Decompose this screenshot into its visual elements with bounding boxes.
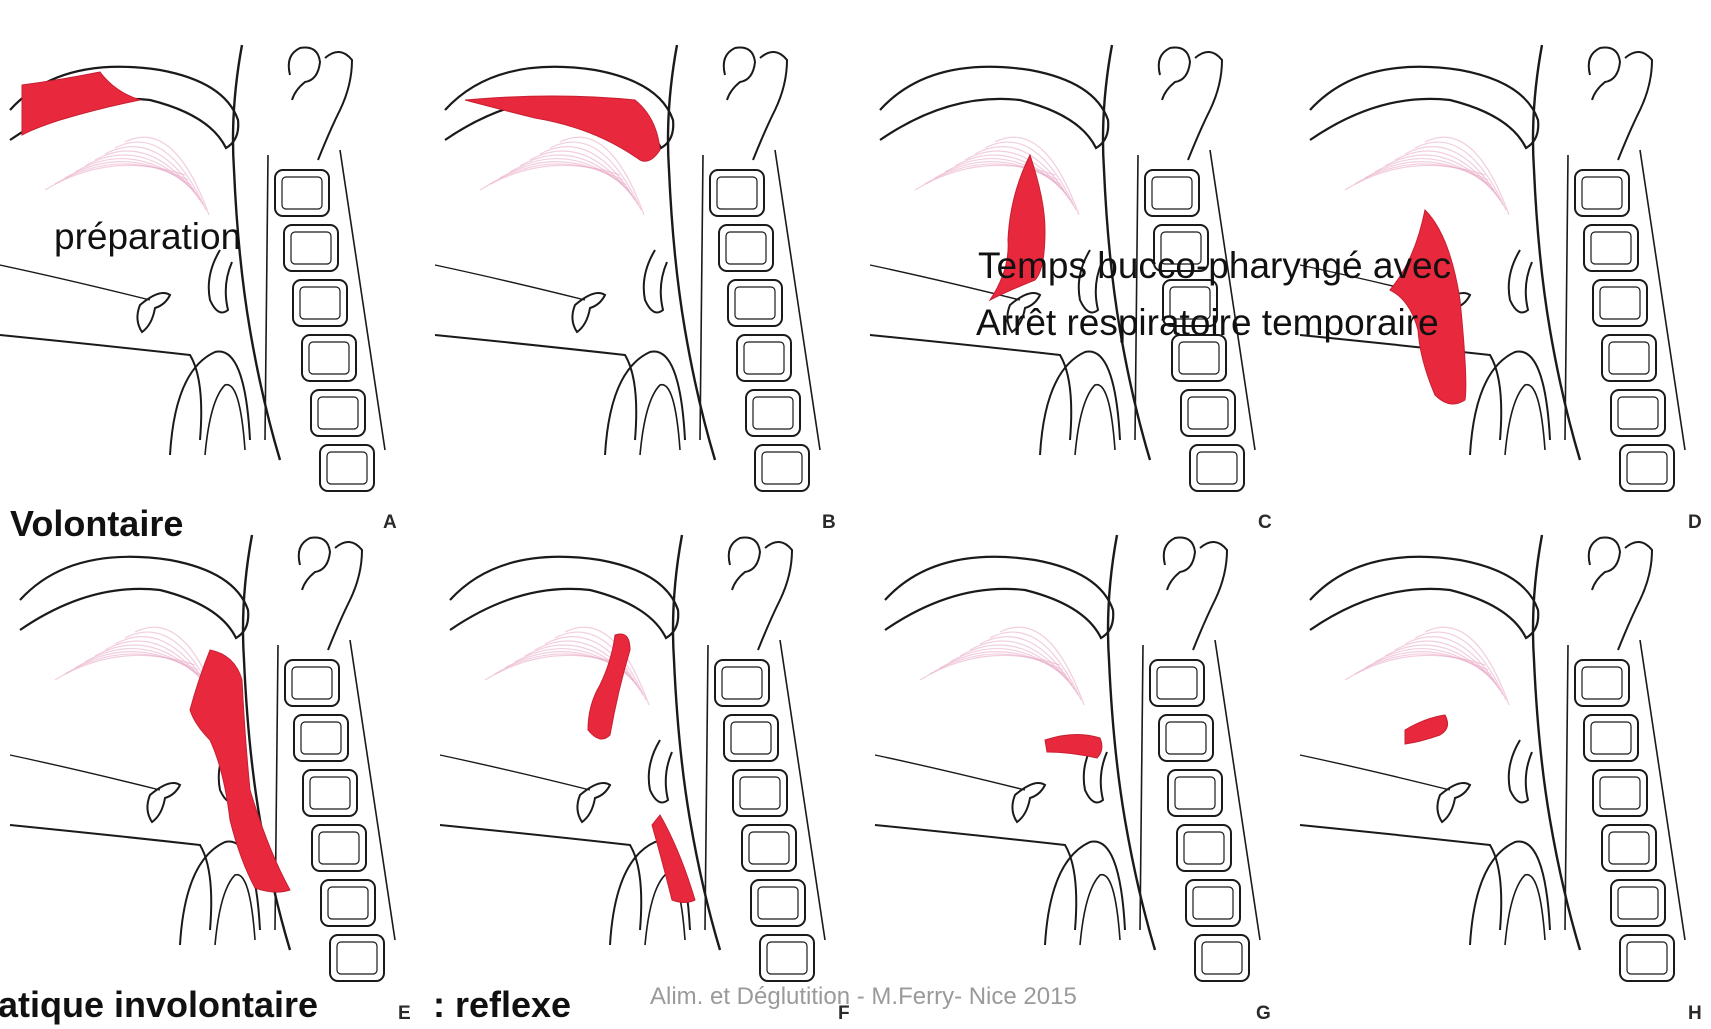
panel-h bbox=[1300, 535, 1685, 981]
bolus-h bbox=[1405, 715, 1448, 744]
panel-label-c: C bbox=[1258, 512, 1272, 534]
panel-label-e: E bbox=[398, 1003, 411, 1025]
reflex-label: : reflexe bbox=[433, 984, 571, 1026]
panel-a bbox=[0, 45, 385, 491]
panel-label-d: D bbox=[1688, 512, 1702, 534]
bolus-a bbox=[22, 72, 140, 135]
panel-e bbox=[10, 535, 395, 981]
bolus-g bbox=[1045, 734, 1102, 758]
bolus-f bbox=[588, 634, 695, 903]
panel-label-a: A bbox=[383, 512, 397, 534]
panel-label-g: G bbox=[1256, 1003, 1271, 1025]
panel-label-b: B bbox=[822, 512, 836, 534]
panel-b bbox=[435, 45, 820, 491]
preparation-label: préparation bbox=[54, 215, 241, 259]
buccal-phase-line2: Arrêt respiratoire temporaire bbox=[976, 301, 1439, 345]
voluntary-label: Volontaire bbox=[10, 503, 183, 545]
panel-f bbox=[440, 535, 825, 981]
panel-label-h: H bbox=[1688, 1003, 1702, 1025]
footer-credit: Alim. et Déglutition - M.Ferry- Nice 201… bbox=[650, 983, 1077, 1011]
buccal-phase-line1: Temps bucco-pharyngé avec bbox=[978, 244, 1451, 288]
involuntary-label: atique involontaire bbox=[0, 984, 318, 1026]
panel-g bbox=[875, 535, 1260, 981]
